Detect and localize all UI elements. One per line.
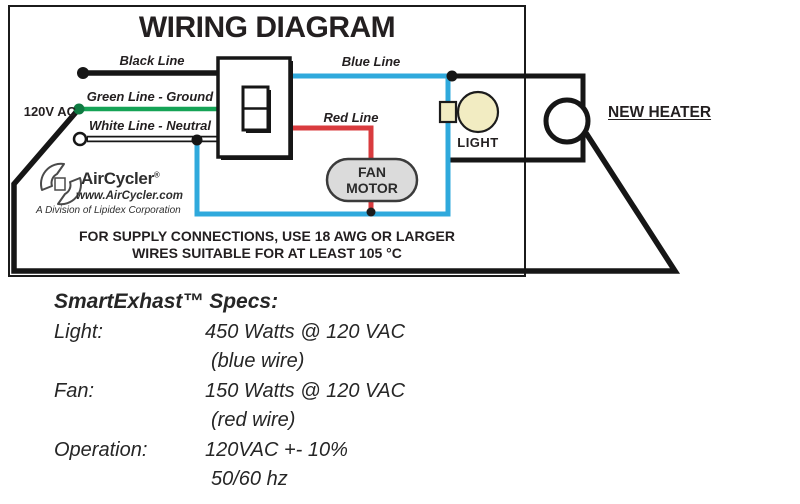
- light-bulb-icon: [456, 90, 500, 134]
- fan-motor-label-line2: MOTOR: [346, 180, 398, 196]
- red-blue-junction-dot: [366, 207, 376, 217]
- blue-wire: [194, 73, 451, 217]
- white-wire-open-terminal: [72, 131, 88, 147]
- fan-motor-label: FAN MOTOR: [327, 164, 417, 196]
- light-bulb-neck: [438, 100, 458, 124]
- supply-wire-run: [11, 109, 681, 274]
- spec-light-label: Light:: [54, 321, 103, 343]
- black-line-label: Black Line: [119, 53, 185, 68]
- spec-operation-freq: 50/60 hz: [211, 468, 288, 490]
- supply-note-line2: WIRES SUITABLE FOR AT LEAST 105 °C: [132, 245, 402, 261]
- spec-fan-label: Fan:: [54, 380, 95, 402]
- logo-name-text: AirCycler: [81, 169, 154, 188]
- aircycler-logo-name: AirCycler®: [81, 169, 160, 189]
- blue-line-label: Blue Line: [341, 54, 401, 69]
- spec-light-wire: (blue wire): [211, 350, 305, 372]
- white-line-label: White Line - Neutral: [88, 118, 212, 133]
- heater-terminal-circle: [543, 97, 591, 145]
- aircycler-logo-url: www.AirCycler.com: [76, 190, 183, 202]
- green-wire-terminal-dot: [73, 103, 85, 115]
- blue-black-junction-dot: [446, 70, 458, 82]
- supply-note-line1: FOR SUPPLY CONNECTIONS, USE 18 AWG OR LA…: [79, 228, 455, 244]
- spec-fan-wire: (red wire): [211, 409, 296, 431]
- aircycler-logo-icon: [40, 162, 82, 206]
- black-wire-terminal-dot: [77, 67, 89, 79]
- registered-mark: ®: [153, 170, 160, 180]
- specs-heading: SmartExhast™ Specs:: [54, 290, 279, 313]
- fan-motor-shape: [325, 157, 419, 203]
- green-line-label: Green Line - Ground: [86, 89, 214, 104]
- red-line-label: Red Line: [323, 110, 379, 125]
- diagram-title: WIRING DIAGRAM: [138, 11, 396, 44]
- neutral-junction-dot: [191, 134, 203, 146]
- spec-operation-value: 120VAC +- 10%: [205, 439, 348, 461]
- aircycler-logo-tagline: A Division of Lipidex Corporation: [36, 205, 181, 216]
- supply-voltage-label: 120V AC: [23, 104, 76, 119]
- spec-fan-value: 150 Watts @ 120 VAC: [205, 380, 406, 402]
- new-heater-label: NEW HEATER: [608, 104, 712, 121]
- red-wire: [290, 125, 374, 158]
- light-label: LIGHT: [457, 135, 499, 150]
- fan-motor-label-line1: FAN: [358, 164, 386, 180]
- spec-operation-label: Operation:: [54, 439, 148, 461]
- spec-light-value: 450 Watts @ 120 VAC: [205, 321, 406, 343]
